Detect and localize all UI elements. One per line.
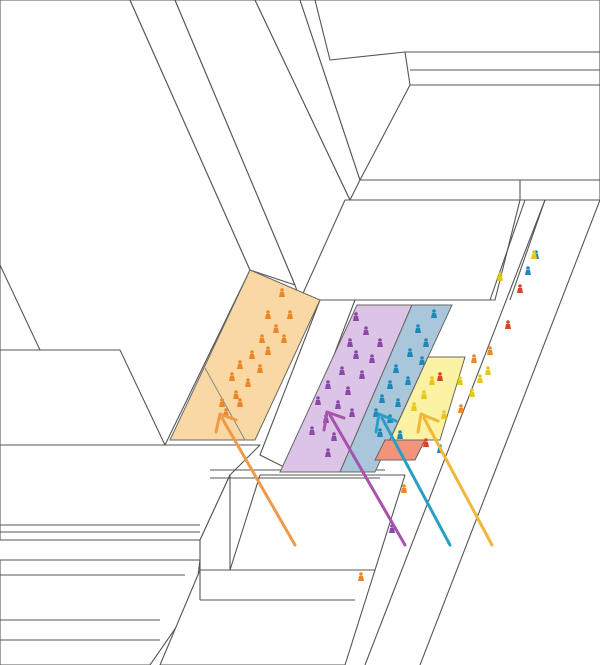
person-figure-icon: [257, 364, 263, 373]
person-figure-icon: [349, 408, 355, 417]
person-figure-icon: [441, 410, 447, 419]
person-figure-icon: [281, 334, 287, 343]
person-figure-icon: [431, 309, 437, 318]
person-figure-icon: [379, 394, 385, 403]
person-figure-icon: [429, 376, 435, 385]
person-figure-icon: [377, 338, 383, 347]
person-figure-icon: [219, 398, 225, 407]
person-figure-icon: [395, 398, 401, 407]
person-figure-icon: [249, 350, 255, 359]
person-figure-icon: [423, 438, 429, 447]
person-figure-icon: [415, 324, 421, 333]
person-figure-icon: [387, 380, 393, 389]
people-figures: [219, 250, 539, 581]
yellow-zone: [389, 356, 466, 441]
person-figure-icon: [401, 484, 407, 493]
person-figure-icon: [315, 396, 321, 405]
person-figure-icon: [363, 326, 369, 335]
building-top-right-ledge: [404, 51, 600, 86]
person-figure-icon: [505, 320, 511, 329]
person-figure-icon: [423, 338, 429, 347]
person-figure-icon: [407, 348, 413, 357]
person-figure-icon: [279, 288, 285, 297]
person-figure-icon: [353, 350, 359, 359]
person-figure-icon: [229, 372, 235, 381]
person-figure-icon: [287, 310, 293, 319]
edge-line: [509, 199, 546, 301]
person-figure-icon: [411, 402, 417, 411]
person-figure-icon: [353, 312, 359, 321]
person-figure-icon: [487, 346, 493, 355]
person-figure-icon: [393, 364, 399, 373]
person-figure-icon: [377, 428, 383, 437]
purple-flow-arrow: [322, 410, 407, 547]
building-middle-side: [519, 179, 600, 201]
person-figure-icon: [485, 366, 491, 375]
street-edge-right-2: [419, 199, 600, 665]
person-figure-icon: [325, 380, 331, 389]
person-figure-icon: [345, 386, 351, 395]
edge-line: [0, 264, 41, 351]
building-bottom-middle: [159, 569, 376, 665]
flow-arrows: [214, 410, 494, 547]
edge-line: [489, 199, 526, 301]
person-figure-icon: [339, 366, 345, 375]
person-figure-icon: [331, 432, 337, 441]
person-figure-icon: [531, 250, 537, 259]
building-bottom-left: [0, 559, 201, 665]
person-figure-icon: [335, 400, 341, 409]
person-figure-icon: [265, 346, 271, 355]
person-figure-icon: [517, 284, 523, 293]
person-figure-icon: [421, 390, 427, 399]
blue-flow-arrow: [374, 412, 452, 547]
person-figure-icon: [477, 374, 483, 383]
person-figure-icon: [497, 272, 503, 281]
person-figure-icon: [397, 430, 403, 439]
orange-zone: [169, 269, 321, 441]
zone-divider: [204, 367, 246, 441]
orange-flow-arrow: [214, 412, 297, 547]
person-figure-icon: [325, 448, 331, 457]
edge-line: [359, 84, 411, 181]
building-top-right-roof: [314, 0, 600, 61]
person-figure-icon: [419, 356, 425, 365]
person-figure-icon: [471, 354, 477, 363]
person-figure-icon: [309, 426, 315, 435]
yellow-flow-arrow: [416, 412, 494, 547]
person-figure-icon: [405, 376, 411, 385]
building-top-left: [0, 0, 251, 446]
edge-line: [119, 349, 166, 446]
person-figure-icon: [265, 310, 271, 319]
person-figure-icon: [437, 372, 443, 381]
person-figure-icon: [457, 376, 463, 385]
person-figure-icon: [369, 354, 375, 363]
person-figure-icon: [237, 398, 243, 407]
building-lower-middle: [229, 474, 406, 571]
person-figure-icon: [358, 572, 364, 581]
person-figure-icon: [273, 324, 279, 333]
person-figure-icon: [237, 360, 243, 369]
person-figure-icon: [347, 338, 353, 347]
person-figure-icon: [245, 378, 251, 387]
person-figure-icon: [359, 370, 365, 379]
person-figure-icon: [525, 266, 531, 275]
building-middle-canopy: [299, 199, 521, 301]
street-edge-right: [364, 199, 546, 665]
person-figure-icon: [259, 334, 265, 343]
person-figure-icon: [458, 404, 464, 413]
person-figure-icon: [233, 390, 239, 399]
person-figure-icon: [469, 388, 475, 397]
